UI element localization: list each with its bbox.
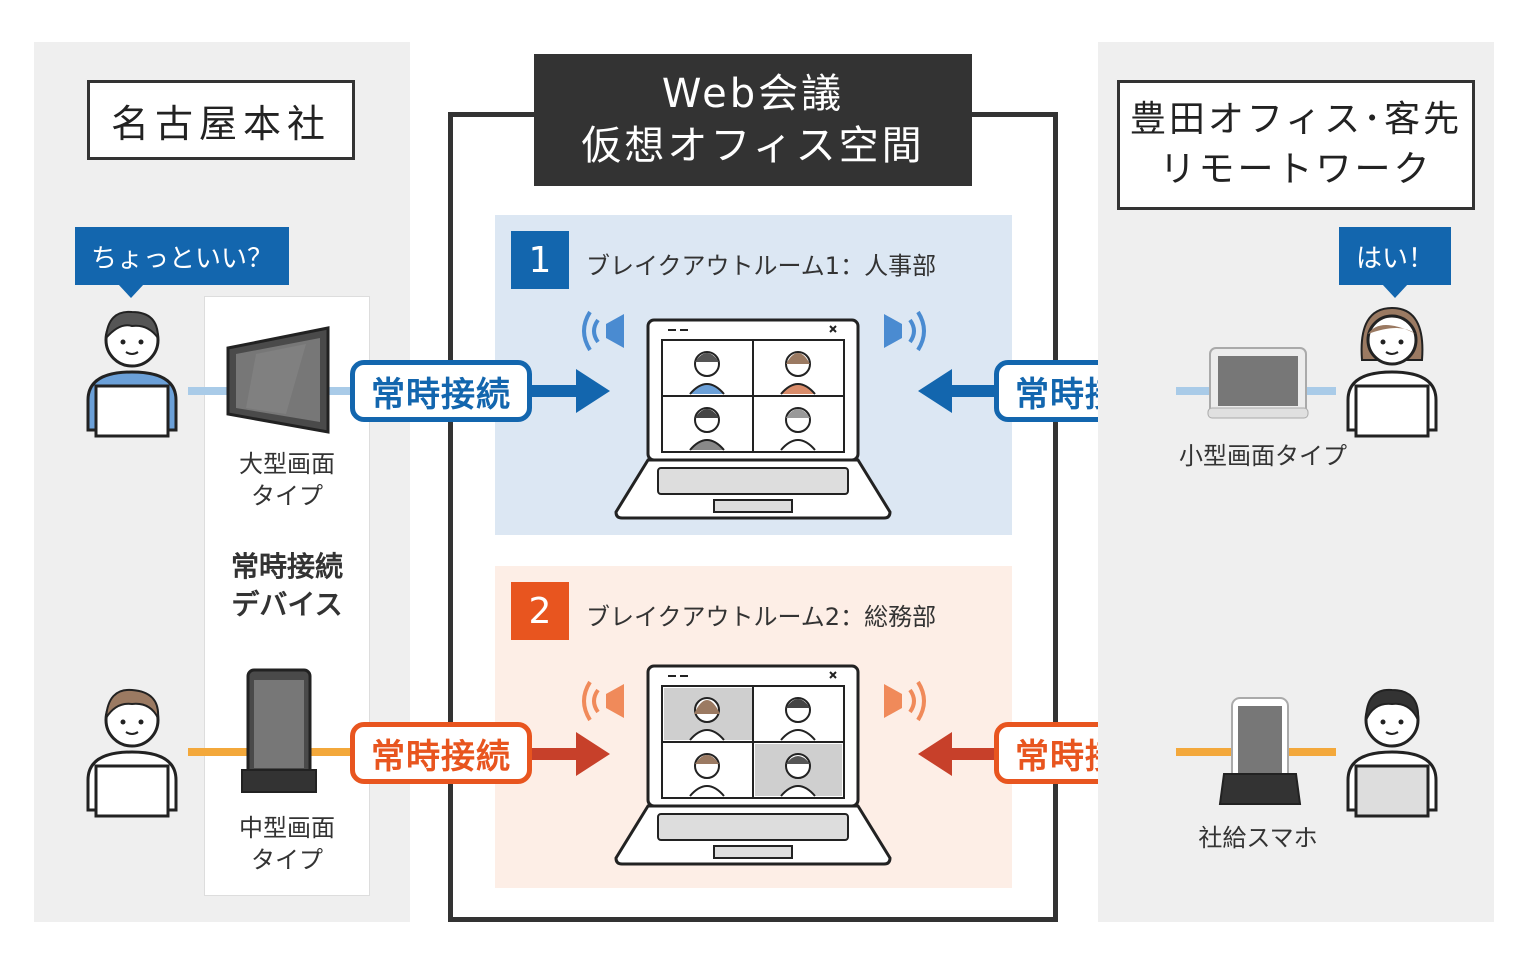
room-2-label: ブレイクアウトルーム2：総務部 — [586, 603, 937, 631]
medium-display-icon — [241, 668, 317, 793]
room-2-number: 2 — [511, 582, 569, 640]
smartphone-icon — [1218, 697, 1302, 805]
speaker-icon — [884, 680, 926, 722]
large-display-icon — [226, 326, 330, 434]
room-1-label: ブレイクアウトルーム1：人事部 — [586, 252, 937, 280]
always-connected-badge: 常時接続 — [350, 722, 532, 784]
room-1-number: 1 — [511, 231, 569, 289]
smartphone-label: 社給スマホ — [1198, 824, 1318, 852]
left-title: 名古屋本社 — [87, 80, 355, 160]
arrow-right-icon — [520, 369, 610, 413]
person-icon — [86, 310, 178, 438]
person-icon — [86, 688, 178, 818]
virtual-office-title: Web会議 仮想オフィス空間 — [534, 54, 972, 186]
left-speech-bubble: ちょっといい？ — [75, 227, 289, 285]
person-icon — [1346, 688, 1438, 818]
small-display-icon — [1207, 347, 1309, 419]
large-display-label: 大型画面 タイプ — [239, 450, 335, 510]
arrow-left-icon — [918, 732, 1008, 776]
right-bubble-tail-icon — [1382, 284, 1408, 298]
right-title: 豊田オフィス･客先 リモートワーク — [1117, 80, 1475, 210]
arrow-left-icon — [918, 369, 1008, 413]
person-icon — [1346, 306, 1438, 438]
always-connected-badge: 常時接続 — [350, 360, 532, 422]
speaker-icon — [582, 310, 624, 352]
device-strip-label: 常時接続 デバイス — [230, 550, 343, 621]
left-bubble-tail-icon — [118, 284, 144, 298]
arrow-right-icon — [520, 732, 610, 776]
medium-display-label: 中型画面 タイプ — [239, 814, 335, 874]
right-speech-bubble: はい！ — [1339, 227, 1451, 285]
laptop-video-call-icon — [614, 318, 892, 520]
speaker-icon — [582, 680, 624, 722]
laptop-video-call-icon — [614, 664, 892, 866]
small-display-label: 小型画面タイプ — [1179, 442, 1347, 470]
speaker-icon — [884, 310, 926, 352]
